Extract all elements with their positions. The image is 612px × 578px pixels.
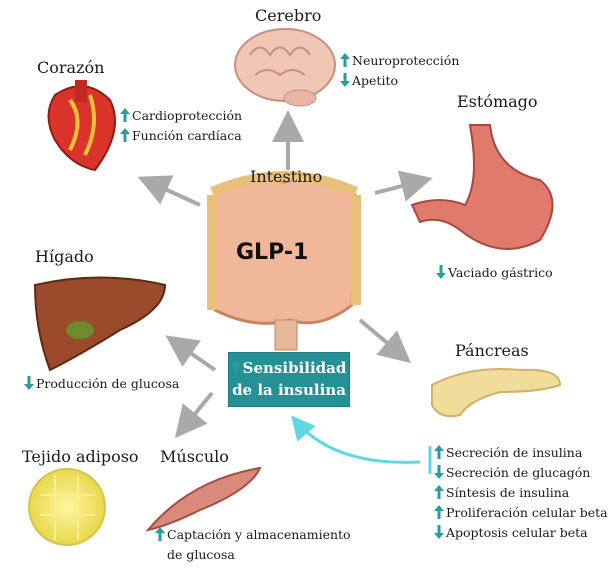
arrow-up-icon [120,128,130,142]
pancreas-illustration [431,368,562,418]
effect-item: Función cardíaca [120,125,242,145]
brain-effects: Neuroprotección Apetito [340,50,459,90]
liver-illustration [33,276,167,372]
arrow-up-icon [120,108,130,122]
pancreas-effects: Secreción de insulina Secreción de gluca… [434,442,608,542]
adipose-illustration [28,468,106,546]
arrow-to-heart [137,175,201,207]
gray-arrows [137,110,433,439]
arrow-to-pancreas [358,318,412,364]
arrow-up-icon [155,527,165,541]
heart-effects: Cardioprotección Función cardíaca [120,105,242,145]
arrow-to-liver [165,335,217,372]
muscle-effects: Captación y almacenamiento de glucosa [155,524,351,564]
effect-item: Cardioprotección [120,105,242,125]
effect-item: Vaciado gástrico [436,262,553,282]
effect-item: Proliferación celular beta [434,502,608,522]
effect-item: de glucosa [167,546,235,562]
intestine-label: Intestino [250,167,323,186]
arrow-to-stomach [374,170,433,202]
adipose-label: Tejido adiposo [22,447,139,466]
arrow-down-icon [436,265,446,279]
muscle-label: Músculo [160,447,229,466]
brain-label: Cerebro [255,6,322,25]
arrow-up-icon [434,445,444,459]
arrow-up-icon [232,360,241,373]
effect-item: Apetito [340,70,459,90]
box-line-2: de la insulina [232,381,346,399]
arrow-up-icon [434,485,444,499]
effect-item: Captación y almacenamiento [155,524,351,544]
arrow-down-icon [434,465,444,479]
effect-item: Neuroprotección [340,50,459,70]
effect-item: Secreción de glucagón [434,462,608,482]
stomach-illustration [410,124,554,250]
arrow-down-icon [340,73,350,87]
liver-label: Hígado [35,247,94,266]
effect-item: Producción de glucosa [24,373,179,393]
feedback-arrow [291,415,421,464]
intestine-illustration [207,171,361,351]
stomach-effects: Vaciado gástrico [436,262,553,282]
effect-item: Secreción de insulina [434,442,608,462]
pancreas-label: Páncreas [455,341,529,360]
glp1-label: GLP-1 [236,240,309,265]
arrow-up-icon [340,53,350,67]
brain-illustration [234,28,336,107]
effect-item: Síntesis de insulina [434,482,608,502]
arrow-down-icon [434,525,444,539]
stomach-label: Estómago [457,92,538,111]
arrow-up-icon [434,505,444,519]
heart-illustration [47,80,116,172]
arrow-down-icon [24,376,34,390]
insulin-sensitivity-box: Sensibilidad de la insulina [228,352,350,407]
effect-item: Apoptosis celular beta [434,522,608,542]
arrow-to-muscle [174,391,214,439]
box-line-1: Sensibilidad [242,359,347,377]
liver-effects: Producción de glucosa [24,373,179,393]
heart-label: Corazón [37,58,105,77]
muscle-illustration [145,466,262,532]
